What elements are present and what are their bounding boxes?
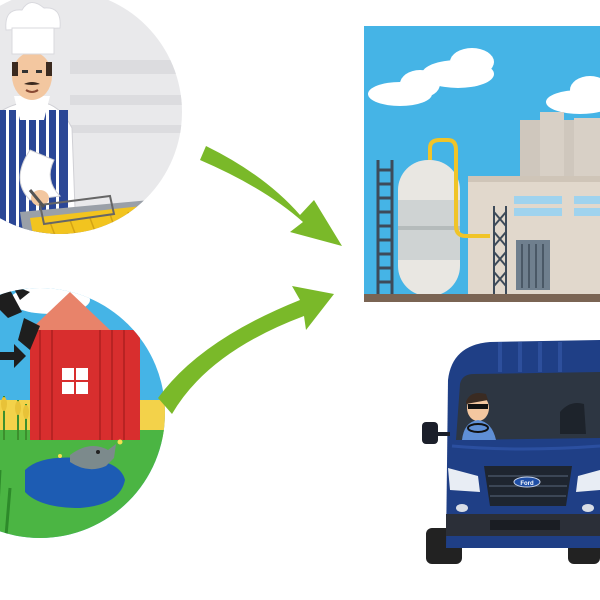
arrow-bottom-icon: [158, 286, 334, 414]
recycle-icon: [0, 288, 40, 368]
van-driver: [462, 393, 496, 440]
van-badge: Ford: [520, 481, 534, 487]
van-grille: Ford: [484, 466, 572, 506]
chef-frying-illustration: [0, 0, 182, 234]
arrow-top-icon: [200, 146, 342, 246]
delivery-van-illustration: Ford: [422, 340, 600, 564]
red-barn: [30, 292, 140, 440]
ladder: [376, 160, 394, 296]
clouds: [368, 48, 600, 114]
storage-tank: [398, 160, 460, 296]
pond-with-fish: [25, 439, 125, 508]
farm-recycling-illustration: [0, 288, 165, 538]
crop-plants: [1, 396, 29, 440]
chef-figure: [0, 2, 77, 234]
biofuel-refinery-illustration: [364, 26, 600, 302]
